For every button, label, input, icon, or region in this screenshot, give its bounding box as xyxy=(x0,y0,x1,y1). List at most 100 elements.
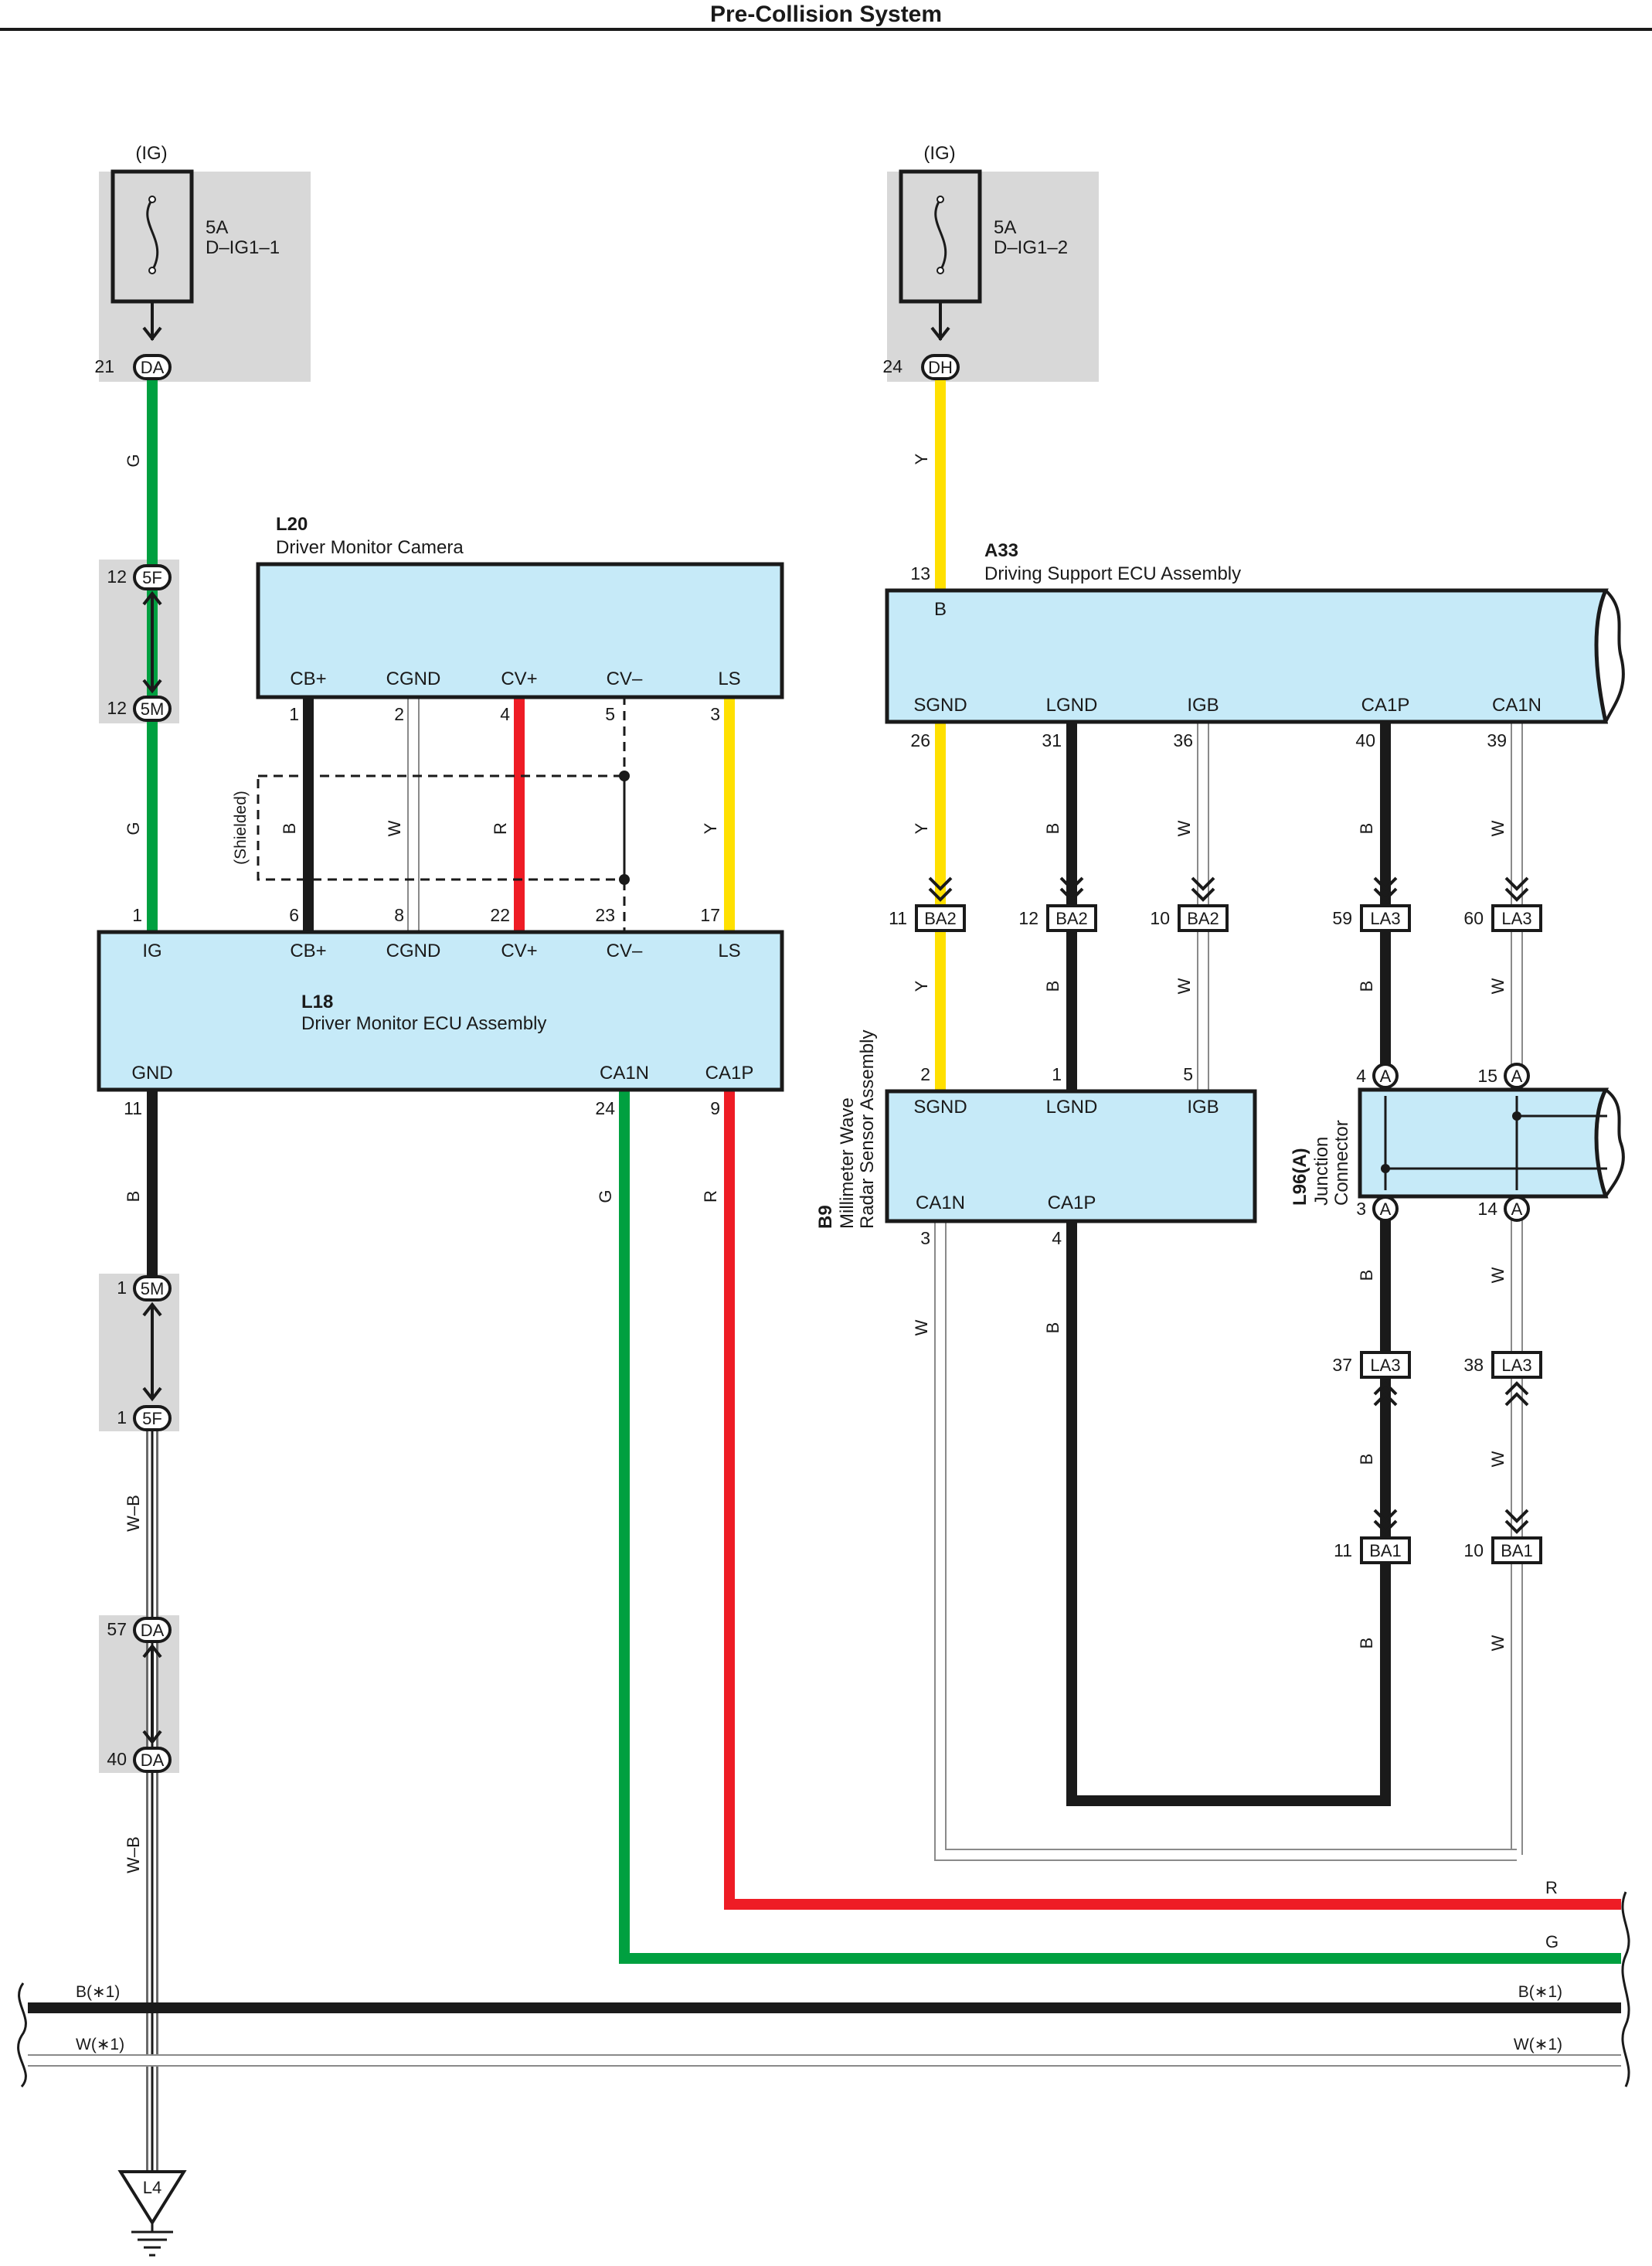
connector-la3-4: 38 LA3 xyxy=(1463,1351,1542,1407)
pin-number: 59 xyxy=(1332,908,1352,928)
chevron-down-icon xyxy=(930,326,950,342)
pin-number: 4 xyxy=(500,704,510,724)
chevron-down-icon xyxy=(142,326,162,342)
component-name: Radar Sensor Assembly xyxy=(857,1030,878,1229)
component-name: Driver Monitor Camera xyxy=(276,537,464,558)
pin-number: 8 xyxy=(394,905,404,925)
component-code: A33 xyxy=(984,540,1018,561)
pin-number: 24 xyxy=(882,356,902,376)
wire-color-label: B xyxy=(1357,823,1376,835)
connector-code: 5M xyxy=(141,699,165,719)
connector-code: BA2 xyxy=(1055,909,1088,928)
pin-number: 12 xyxy=(107,566,127,587)
wire-color-label: G xyxy=(124,822,143,835)
connector-code: DA xyxy=(141,1621,165,1640)
connector-code: A xyxy=(1380,1199,1392,1219)
connector-code: LA3 xyxy=(1370,909,1400,928)
pin-number: 11 xyxy=(124,1098,142,1118)
pin-number: 13 xyxy=(910,563,930,584)
pin-number: 15 xyxy=(1477,1066,1497,1086)
wire-color-label: B xyxy=(1043,823,1062,835)
pin-number: 39 xyxy=(1487,730,1507,750)
wire-color-label: W–B xyxy=(124,1495,143,1532)
pin-number: 3 xyxy=(920,1228,930,1248)
wire-color-label: Y xyxy=(912,980,931,992)
connector-ba1-1: 11 BA1 xyxy=(1334,1509,1411,1564)
terminal-label: LGND xyxy=(1046,1097,1098,1118)
connector-code: 5F xyxy=(142,568,162,587)
connector-code: BA2 xyxy=(1187,909,1219,928)
ground-l4: L4 xyxy=(117,2170,187,2257)
connector-ba1-2: 10 BA1 xyxy=(1463,1509,1542,1564)
pin-number: 9 xyxy=(710,1098,720,1118)
pin-number: 5 xyxy=(605,704,615,724)
component-code: L96(A) xyxy=(1290,1148,1310,1206)
fuse-ig-label: (IG) xyxy=(923,143,955,164)
pin-number: 31 xyxy=(1042,730,1062,750)
splice-5m-5f: 1 5M 1 5F xyxy=(117,1275,172,1431)
connector-code: 5M xyxy=(141,1279,165,1298)
terminal-label: CV– xyxy=(607,941,643,961)
wire-color-label: R xyxy=(1545,1878,1558,1897)
wire-color-label: R xyxy=(491,822,510,835)
terminal-label: CA1P xyxy=(705,1063,754,1084)
wire-color-label: W xyxy=(1488,1451,1508,1467)
fuse-left-shade xyxy=(99,172,311,382)
wire-color-label: W xyxy=(1488,1267,1508,1283)
component-name: Driver Monitor ECU Assembly xyxy=(301,1013,546,1034)
page-title: Pre-Collision System xyxy=(710,2,942,27)
component-b9: 2 1 5 SGND LGND IGB CA1N CA1P 3 4 B9 Mil… xyxy=(815,1030,1257,1248)
pin-number: 5 xyxy=(1183,1064,1193,1084)
wire-color-label: W xyxy=(1174,820,1194,836)
terminal-label: SGND xyxy=(913,1097,967,1118)
pin-number: 1 xyxy=(1052,1064,1062,1084)
connector-la3-3: 37 LA3 xyxy=(1332,1351,1411,1407)
component-l96: A 4 A 15 A 3 A 14 L96(A) Junction Connec… xyxy=(1290,1063,1625,1222)
fuse-name: D–IG1–1 xyxy=(206,237,280,258)
bus-break-right xyxy=(1621,1891,1630,2087)
wire-color-label: W xyxy=(385,820,404,836)
bus-b-label-right: B(∗1) xyxy=(1518,1983,1562,2001)
wire-color-label: G xyxy=(596,1189,615,1203)
bus-w-label-right: W(∗1) xyxy=(1514,2036,1562,2053)
connector-la3-1: 59 LA3 xyxy=(1332,876,1411,932)
pin-number: 17 xyxy=(700,905,720,925)
fuse-ig-label: (IG) xyxy=(135,143,167,164)
pin-number: 21 xyxy=(94,356,114,376)
wire-color-label: Y xyxy=(912,822,931,834)
bus-b-label-left: B(∗1) xyxy=(76,1983,120,2001)
terminal-label: CA1N xyxy=(600,1063,649,1084)
pin-number: 12 xyxy=(1018,908,1038,928)
terminal-label: CA1N xyxy=(916,1193,965,1213)
wire-color-label: Y xyxy=(912,453,931,464)
pin-number: 23 xyxy=(595,905,615,925)
double-chevron-down-icon xyxy=(1191,876,1215,902)
wire-g-ca1n xyxy=(619,1090,1621,1964)
terminal-label: CA1N xyxy=(1492,695,1542,716)
connector-code: DA xyxy=(141,358,165,377)
pin-number: 40 xyxy=(107,1749,127,1769)
double-chevron-down-icon xyxy=(1504,1509,1529,1534)
connector-code: DH xyxy=(928,358,953,377)
connector-ba2-3: 10 BA2 xyxy=(1150,876,1229,932)
terminal-label: SGND xyxy=(913,695,967,716)
connector-code: LA3 xyxy=(1370,1356,1400,1375)
component-l20: L20 Driver Monitor Camera CB+ CGND CV+ C… xyxy=(256,514,784,724)
pin-number: 4 xyxy=(1052,1228,1062,1248)
pin-number: 38 xyxy=(1463,1355,1484,1375)
pin-number: 4 xyxy=(1356,1066,1366,1086)
pin-number: 3 xyxy=(710,704,720,724)
component-name: Driving Support ECU Assembly xyxy=(984,563,1241,584)
component-l18: 1 6 8 22 23 17 IG CB+ CGND CV+ CV– LS L1… xyxy=(97,905,784,1118)
pin-number: 24 xyxy=(595,1098,615,1118)
pin-number: 40 xyxy=(1355,730,1375,750)
terminal-label: CA1P xyxy=(1361,695,1410,716)
connector-code: A xyxy=(1511,1067,1523,1086)
terminal-label: IGB xyxy=(1187,1097,1219,1118)
terminal-label: GND xyxy=(131,1063,172,1084)
wire-color-label: W xyxy=(912,1319,931,1335)
splice-5m-5f-shade xyxy=(99,1274,179,1431)
pin-number: 1 xyxy=(117,1278,127,1298)
splice-da-da: 57 DA 40 DA xyxy=(107,1617,172,1773)
